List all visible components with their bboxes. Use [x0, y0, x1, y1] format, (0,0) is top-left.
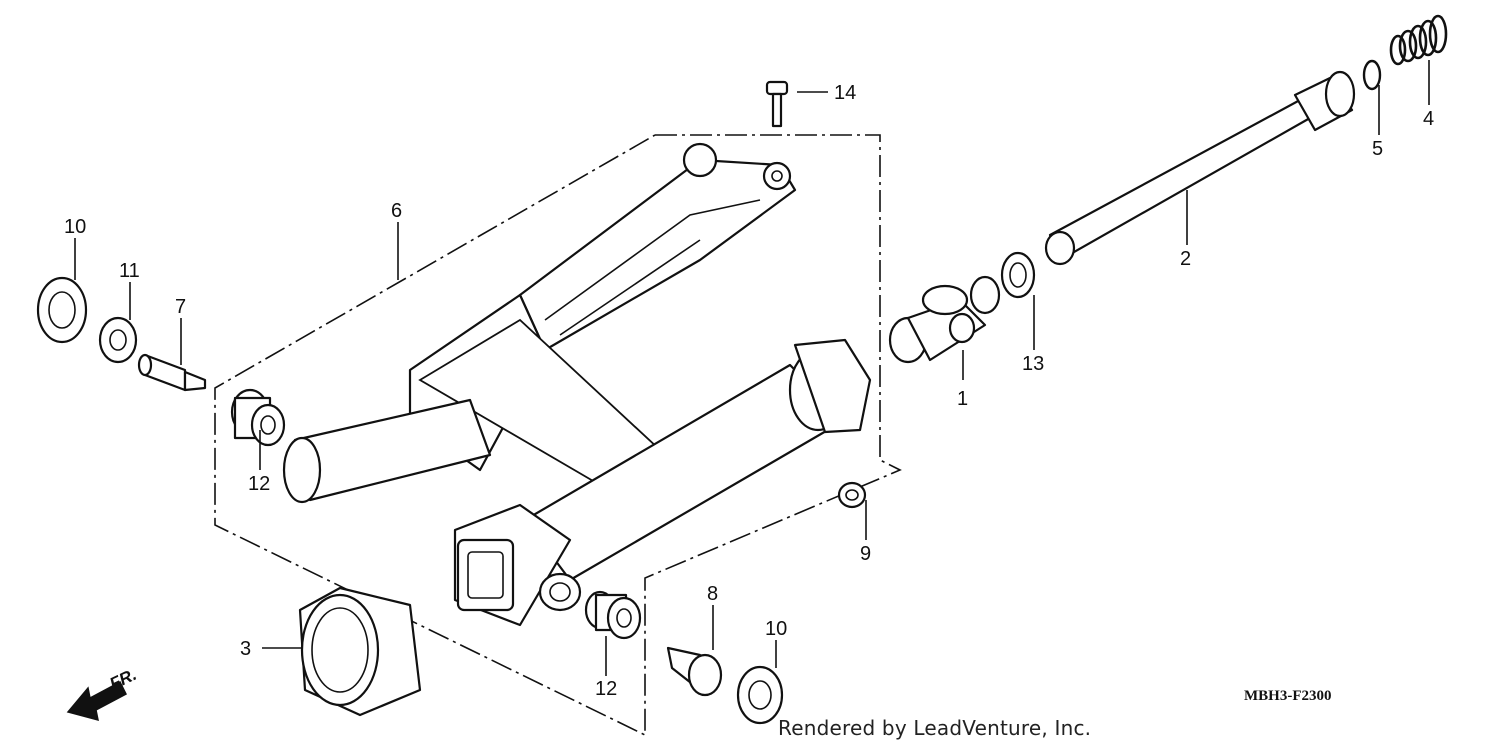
front-arrow-icon	[66, 680, 127, 722]
callout-2: 2	[1180, 248, 1191, 270]
bearing-left	[230, 388, 286, 447]
callout-5: 5	[1372, 138, 1383, 160]
callout-3: 3	[240, 638, 251, 660]
drive-shaft	[1044, 70, 1356, 266]
callout-7: 7	[175, 296, 186, 318]
pivot-bolt-right	[666, 646, 723, 697]
callout-9: 9	[860, 543, 871, 565]
callout-6: 6	[391, 200, 402, 222]
callout-11: 11	[119, 260, 140, 282]
universal-joint	[888, 275, 1001, 364]
callout-12-left: 12	[248, 473, 270, 495]
callout-10-upper: 10	[64, 216, 86, 238]
flange-bolt	[765, 80, 789, 128]
swing-arm	[282, 142, 872, 627]
callout-1: 1	[957, 388, 968, 410]
spring	[1389, 14, 1448, 66]
diagram-code: MBH3-F2300	[1244, 688, 1332, 704]
bearing-lower	[584, 590, 642, 640]
pivot-bolt-left	[137, 353, 207, 392]
callout-12-lower: 12	[595, 678, 617, 700]
callout-4: 4	[1423, 108, 1434, 130]
lock-nut	[98, 316, 138, 364]
pivot-cap-lower	[736, 665, 784, 725]
swingarm-boot	[298, 586, 422, 717]
render-credit: Rendered by LeadVenture, Inc.	[778, 716, 1092, 740]
flange-nut	[837, 481, 867, 509]
leader-lines	[74, 60, 1430, 676]
callout-8: 8	[707, 583, 718, 605]
callout-14: 14	[834, 82, 856, 104]
oil-seal	[1000, 251, 1036, 299]
circlip	[1362, 59, 1382, 91]
pivot-cap-upper	[36, 276, 88, 344]
callout-13: 13	[1022, 353, 1044, 375]
group-outline	[214, 134, 902, 737]
callout-10-lower: 10	[765, 618, 787, 640]
